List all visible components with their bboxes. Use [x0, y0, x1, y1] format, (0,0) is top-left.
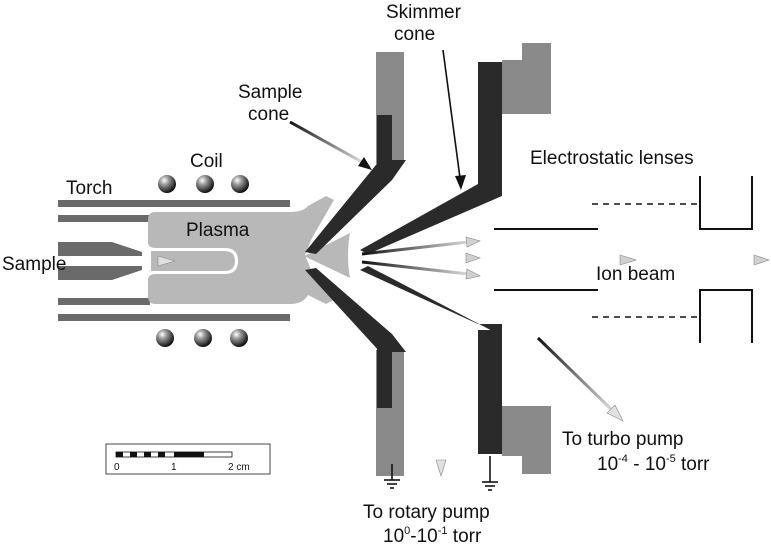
torch-inner-tube-top — [58, 215, 150, 222]
sample-cone-label-line2: cone — [248, 104, 289, 125]
skimmer-cone-leader-head — [455, 175, 466, 190]
sample-cone-bottom — [305, 268, 406, 352]
ion-trajectory-arrow — [361, 260, 469, 276]
ion-trajectories — [361, 236, 481, 280]
rotary-pump-label: To rotary pump — [363, 502, 490, 523]
turbo-pump-arrow-head — [606, 404, 624, 422]
coil-turn-icon — [196, 175, 214, 193]
electrostatic-lenses-label: Electrostatic lenses — [530, 148, 694, 169]
sample-cone-label-line1: Sample — [238, 82, 302, 103]
coil-turn-icon — [231, 175, 249, 193]
torch-outer-tube-bottom — [58, 314, 290, 321]
plasma — [148, 196, 334, 304]
skimmer-housing-bottom-large — [522, 406, 551, 474]
ground-icon — [482, 456, 498, 491]
sample-label: Sample — [2, 254, 66, 275]
sample-flow-arrow-head — [157, 255, 177, 267]
skimmer-cone-label-line2: cone — [394, 24, 435, 45]
skimmer-housing-top-small — [502, 60, 522, 114]
sample-injector-bottom — [58, 266, 142, 280]
skimmer-cone-label-line1: Skimmer — [386, 2, 462, 23]
ion-trajectory-arrow-head — [465, 268, 481, 280]
ion-trajectory-arrow-head — [465, 236, 481, 248]
skimmer-plate-top — [478, 62, 502, 192]
coil-turn-icon — [230, 329, 248, 347]
lens-cup-top — [699, 176, 753, 230]
coil-turn-icon — [156, 329, 174, 347]
sample-cone-leader-head — [358, 157, 372, 170]
scale-tick-0: 0 — [114, 462, 120, 473]
coil-turn-icon — [194, 329, 212, 347]
skimmer-plate-bottom — [478, 330, 502, 454]
ion-beam-arrow-head — [619, 254, 638, 266]
sample-cone-insert-bottom — [377, 348, 392, 408]
turbo-pump-label: To turbo pump — [562, 429, 683, 450]
torch-label: Torch — [66, 178, 112, 199]
skimmer-cone-top — [360, 184, 502, 254]
coil-label: Coil — [190, 151, 223, 172]
scale-tick-2: 2 cm — [228, 462, 250, 473]
plasma-tip — [304, 233, 350, 278]
ion-beam-label: Ion beam — [596, 264, 675, 285]
sample-cone-label: Sample cone — [238, 82, 308, 125]
sample-cone — [305, 52, 406, 476]
turbo-pump-arrow — [536, 336, 614, 412]
torch — [58, 200, 290, 321]
turbo-pump-pressure: 10-4 - 10-5 torr — [597, 453, 710, 475]
sample-cone-insert-top — [377, 115, 392, 169]
skimmer-cone-leader-arrow — [442, 49, 461, 179]
torch-outer-tube-top — [58, 200, 290, 207]
skimmer-housing-bottom-small — [502, 406, 522, 456]
scale-tick-1: 1 — [171, 462, 177, 473]
skimmer-housing-top-large — [522, 43, 551, 114]
skimmer-cone — [360, 43, 551, 474]
skimmer-cone-label: Skimmer cone — [386, 2, 466, 45]
scale-bar: 0 1 2 cm — [105, 443, 271, 475]
rotary-pump-pressure: 100-10-1 torr — [383, 525, 482, 546]
ion-trajectory-arrow-head — [465, 252, 481, 264]
scale-bar-frame — [105, 443, 271, 475]
ion-beam-arrow-head — [753, 254, 770, 266]
electrostatic-lenses — [494, 176, 753, 343]
plasma-central-channel — [149, 249, 238, 273]
coil — [156, 175, 249, 347]
rotary-pump-arrow-head — [435, 459, 447, 478]
sample-injector-top — [58, 242, 142, 256]
coil-turn-icon — [158, 175, 176, 193]
ground-icon — [384, 464, 400, 489]
sample-cone-leader-arrow — [289, 120, 363, 164]
torch-inner-tube-bottom — [58, 298, 150, 305]
sample-cone-top — [305, 160, 406, 254]
skimmer-cone-bottom — [360, 266, 502, 336]
ion-trajectory-arrow — [361, 240, 469, 256]
lens-cup-bottom — [699, 289, 753, 343]
plasma-label: Plasma — [186, 220, 250, 241]
